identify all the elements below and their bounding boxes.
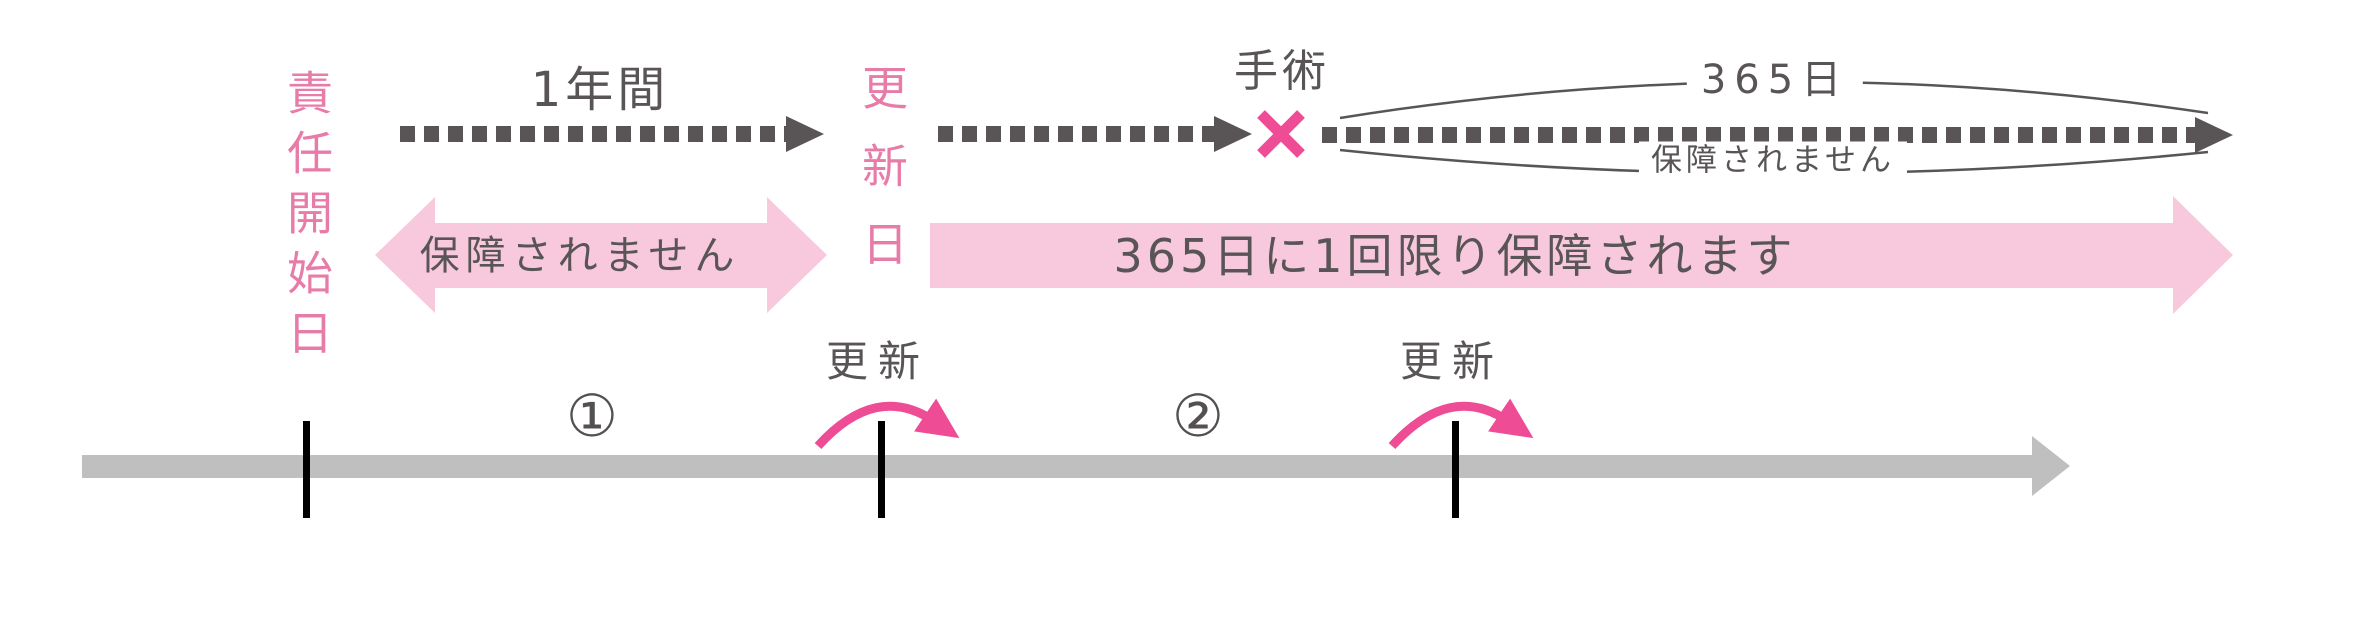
- renewal-loop-arrow-1: [814, 398, 960, 450]
- one-year-label: 1年間: [530, 62, 670, 118]
- lens-not-covered-label: 保障されません: [1638, 141, 1908, 181]
- renewal-label-2: 更新: [1399, 337, 1505, 386]
- timeline-axis-arrow: [82, 436, 2070, 496]
- covered-band-label: 365日に1回限り保障されます: [1113, 229, 1797, 283]
- start-date-label: 責任開始日: [280, 69, 334, 369]
- not-covered-band-label: 保障されません: [419, 233, 741, 279]
- not-covered-band-arrow: [375, 197, 827, 313]
- covered-band-arrow: [930, 196, 2233, 314]
- elapsed-time-dashed-arrow-2: [938, 116, 1252, 152]
- period-2-badge: ②: [1172, 382, 1224, 450]
- period-1-badge: ①: [566, 382, 618, 450]
- tick-renewal-2: [1452, 421, 1459, 518]
- tick-renewal-1: [878, 421, 885, 518]
- surgery-not-covered-x-icon: [1257, 110, 1305, 158]
- elapsed-time-dashed-arrow-1: [400, 116, 824, 152]
- lens-365-days-label: 365日: [1686, 54, 1864, 106]
- renewal-loop-arrow-2: [1388, 398, 1534, 450]
- renewal-date-label: 更新日: [855, 64, 909, 298]
- renewal-label-1: 更新: [825, 337, 931, 386]
- tick-start-date: [303, 421, 310, 518]
- surgery-label: 手術: [1234, 46, 1330, 97]
- elapsed-time-dashed-arrow-3: [1322, 117, 2233, 153]
